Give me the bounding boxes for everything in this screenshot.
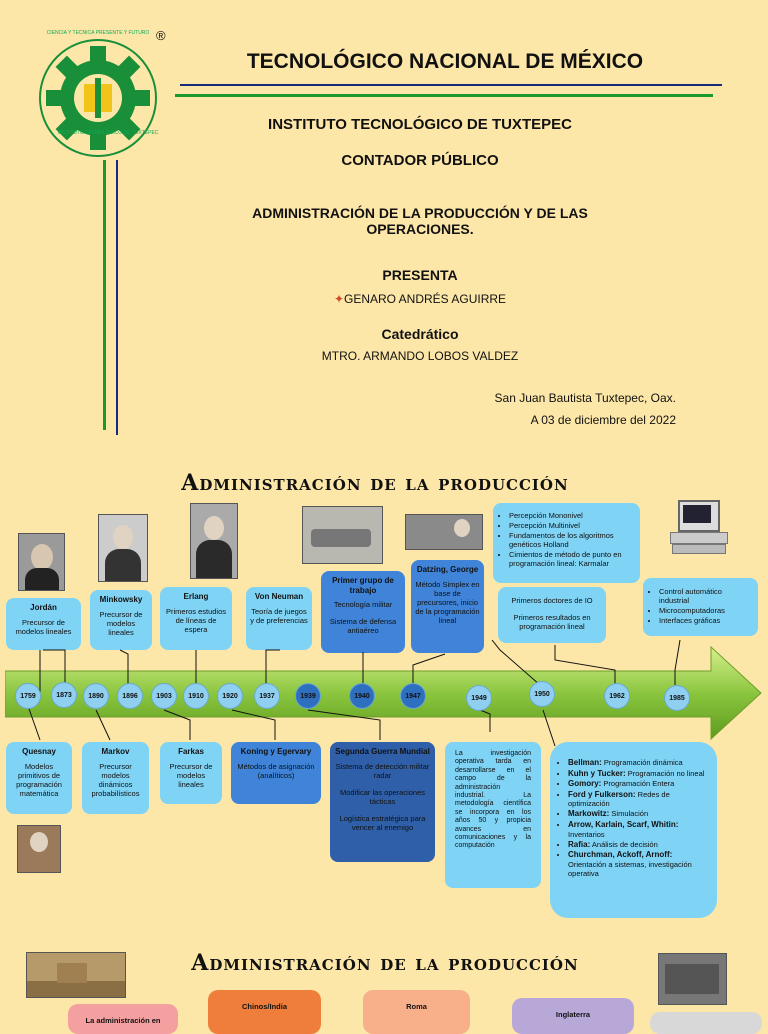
control-list: Control automático industrial Microcompu… (647, 587, 754, 625)
year-1910: 1910 (184, 684, 208, 708)
section2-title: Administración de la producción (191, 950, 579, 976)
logo-top-text: CIENCIA Y TECNICA PRESENTE Y FUTURO (46, 30, 150, 36)
timeline-arrow-icon (5, 645, 762, 741)
year-1985: 1985 (665, 686, 689, 710)
photo-computer (668, 496, 728, 556)
timeline-title: Administración de la producción (181, 470, 569, 496)
registered-mark: ® (156, 28, 166, 43)
year-1873: 1873 (52, 683, 76, 707)
box-control: Control automático industrial Microcompu… (643, 578, 758, 636)
year-1759: 1759 (16, 684, 40, 708)
year-1947: 1947 (401, 684, 425, 708)
header-rule-green (175, 94, 713, 97)
photo-factory (658, 953, 727, 1005)
year-1939: 1939 (296, 684, 320, 708)
timeline-connectors (39, 640, 681, 692)
year-1903: 1903 (152, 684, 176, 708)
photo-quesnay (17, 825, 61, 873)
card-chinos-india: Chinos/India (208, 990, 321, 1034)
career-name: CONTADOR PÚBLICO (341, 152, 499, 169)
photo-erlang (190, 503, 238, 579)
campus-name: INSTITUTO TECNOLÓGICO DE TUXTEPEC (268, 116, 572, 133)
year-1962: 1962 (605, 684, 629, 708)
vertical-line-green (103, 160, 106, 430)
photo-minkowsky (98, 514, 148, 582)
student-name: ✦GENARO ANDRÉS AGUIRRE (333, 292, 507, 306)
teacher-name: MTRO. ARMANDO LOBOS VALDEZ (321, 349, 519, 363)
place: San Juan Bautista Tuxtepec, Oax. (494, 391, 676, 405)
photo-dantzig (405, 514, 483, 550)
perceptron-list: Percepción Mononivel Percepción Multiniv… (497, 511, 636, 568)
vertical-line-navy (116, 160, 118, 435)
institution-title: TECNOLÓGICO NACIONAL DE MÉXICO (246, 50, 644, 73)
subject-name: ADMINISTRACIÓN DE LA PRODUCCIÓN Y DE LAS… (252, 205, 588, 237)
bellman-list: Bellman: Programación dinámica Kuhn y Tu… (556, 758, 709, 878)
box-investigacion: La investigación operativa tarda en desa… (445, 742, 541, 888)
photo-group (302, 506, 383, 564)
year-1896: 1896 (118, 684, 142, 708)
box-segunda-guerra: Segunda Guerra Mundial Sistema de detecc… (330, 742, 435, 862)
photo-ancient-city (26, 952, 126, 998)
box-perceptron: Percepción Mononivel Percepción Multiniv… (493, 503, 640, 583)
year-1950: 1950 (530, 682, 554, 706)
card-inglaterra: Inglaterra (512, 998, 634, 1034)
header-rule-navy (180, 84, 722, 86)
timeline-connectors-bottom (27, 705, 556, 747)
teacher-label: Catedrático (381, 326, 459, 342)
year-1920: 1920 (218, 684, 242, 708)
institution-logo: INSTITUTO TECNOLOGICO DE TUXTEPEC CIENCI… (28, 28, 178, 158)
logo-ring-text: INSTITUTO TECNOLOGICO DE TUXTEPEC (57, 130, 159, 136)
year-1940: 1940 (350, 684, 374, 708)
sparkle-icon: ✦ (333, 292, 344, 306)
card-extra (650, 1012, 762, 1034)
card-la-administracion: La administración en (68, 1004, 178, 1034)
card-roma: Roma (363, 990, 470, 1034)
presenta-label: PRESENTA (382, 267, 458, 283)
date: A 03 de diciembre del 2022 (530, 413, 676, 427)
year-1890: 1890 (84, 684, 108, 708)
logo-gear-icon (39, 39, 157, 157)
year-1949: 1949 (467, 686, 491, 710)
photo-jordan (18, 533, 65, 591)
year-1937: 1937 (255, 684, 279, 708)
box-bellman: Bellman: Programación dinámica Kuhn y Tu… (550, 742, 717, 918)
